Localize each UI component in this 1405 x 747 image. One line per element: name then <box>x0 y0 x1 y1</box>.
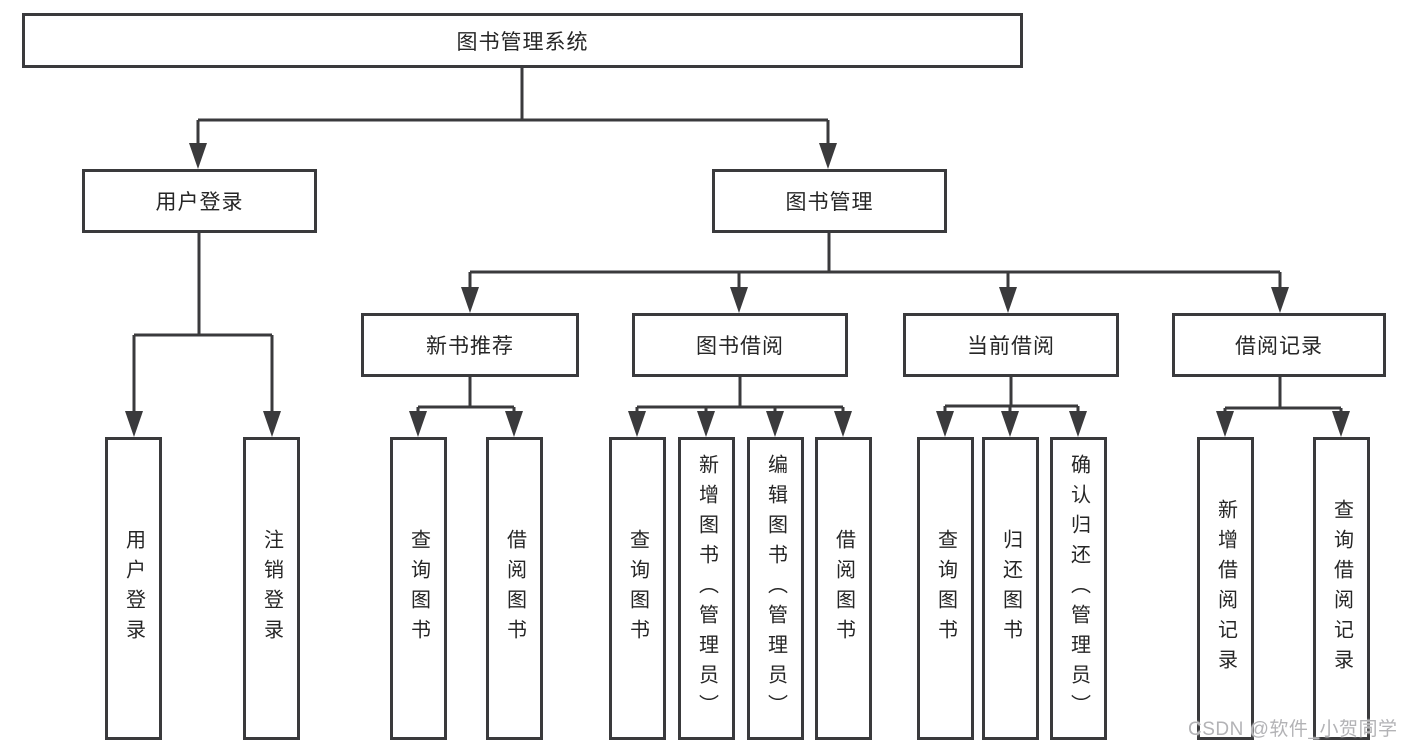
node-label: 归还图书 <box>999 528 1022 649</box>
node-user-login-leaf: 用户登录 <box>105 437 162 740</box>
node-return-books: 归还图书 <box>982 437 1039 740</box>
connector-management-to-level3 <box>461 233 1289 313</box>
arrow-down-icon <box>1001 411 1019 437</box>
node-confirm-return-admin: 确认归还（管理员） <box>1050 437 1107 740</box>
node-current-borrowing: 当前借阅 <box>903 313 1119 377</box>
node-query-books-current: 查询图书 <box>917 437 974 740</box>
node-label: 新增图书（管理员） <box>695 453 718 724</box>
arrow-down-icon <box>1216 411 1234 437</box>
node-label: 借阅图书 <box>832 528 855 649</box>
csdn-watermark: CSDN @软件_小贺同学 <box>1188 719 1398 740</box>
node-borrow-books-recommend: 借阅图书 <box>486 437 543 740</box>
node-query-books-borrow: 查询图书 <box>609 437 666 740</box>
connector-current-to-leaves <box>936 377 1087 437</box>
node-edit-book-admin: 编辑图书（管理员） <box>747 437 804 740</box>
node-library-management-system: 图书管理系统 <box>22 13 1023 68</box>
arrow-down-icon <box>1271 287 1289 313</box>
node-new-book-recommendation: 新书推荐 <box>361 313 579 377</box>
node-add-borrow-record: 新增借阅记录 <box>1197 437 1254 740</box>
arrow-down-icon <box>730 287 748 313</box>
arrow-down-icon <box>628 411 646 437</box>
connector-borrow-to-leaves <box>628 377 852 437</box>
node-label: 确认归还（管理员） <box>1067 453 1090 724</box>
arrow-down-icon <box>834 411 852 437</box>
connector-recommend-to-leaves <box>409 377 523 437</box>
arrow-down-icon <box>505 411 523 437</box>
node-user-login: 用户登录 <box>82 169 317 233</box>
arrow-down-icon <box>125 411 143 437</box>
node-add-book-admin: 新增图书（管理员） <box>678 437 735 740</box>
arrow-down-icon <box>697 411 715 437</box>
arrow-down-icon <box>766 411 784 437</box>
arrow-down-icon <box>409 411 427 437</box>
connector-records-to-leaves <box>1216 377 1350 437</box>
node-borrowing-records: 借阅记录 <box>1172 313 1386 377</box>
arrow-down-icon <box>263 411 281 437</box>
arrow-down-icon <box>189 143 207 169</box>
connector-root-to-level2 <box>189 68 837 169</box>
node-label: 借阅图书 <box>503 528 526 649</box>
arrow-down-icon <box>936 411 954 437</box>
node-logout: 注销登录 <box>243 437 300 740</box>
connector-login-to-leaves <box>125 233 281 437</box>
node-label: 查询借阅记录 <box>1330 498 1353 679</box>
node-label: 查询图书 <box>626 528 649 649</box>
node-label: 用户登录 <box>122 528 145 649</box>
arrow-down-icon <box>1069 411 1087 437</box>
node-label: 新增借阅记录 <box>1214 498 1237 679</box>
node-label: 查询图书 <box>407 528 430 649</box>
node-label: 编辑图书（管理员） <box>764 453 787 724</box>
node-borrow-books: 借阅图书 <box>815 437 872 740</box>
node-query-borrow-record: 查询借阅记录 <box>1313 437 1370 740</box>
node-label: 注销登录 <box>260 528 283 649</box>
arrow-down-icon <box>461 287 479 313</box>
node-query-books-recommend: 查询图书 <box>390 437 447 740</box>
node-book-management: 图书管理 <box>712 169 947 233</box>
arrow-down-icon <box>999 287 1017 313</box>
arrow-down-icon <box>819 143 837 169</box>
node-book-borrowing: 图书借阅 <box>632 313 848 377</box>
arrow-down-icon <box>1332 411 1350 437</box>
node-label: 查询图书 <box>934 528 957 649</box>
